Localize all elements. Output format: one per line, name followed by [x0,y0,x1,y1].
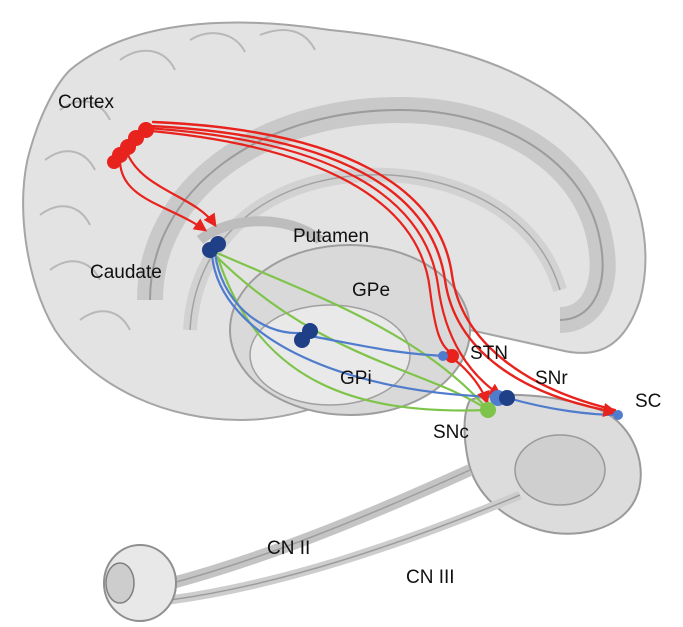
cortex-to-caudate-pathway-2 [124,148,217,228]
label-stn: STN [470,343,508,364]
label-cn2: CN II [267,538,310,559]
cortex-to-caudate-pathway-1 [118,158,208,232]
sc-node [613,410,623,420]
snc-node [480,402,496,418]
cranial-nerve-3-band [169,490,522,605]
caudate-to-gpe-pathway [213,250,302,335]
label-cn3: CN III [406,567,455,588]
caudate-to-snr-pathway [210,253,507,399]
label-caudate: Caudate [90,262,162,283]
cortex-to-sc-pathway-2 [151,120,617,412]
label-sc: SC [635,391,661,412]
gpe-node-2 [302,323,318,339]
nodes [107,122,623,420]
cortex-to-stn-pathway [138,128,452,354]
caudate-node-2 [210,236,226,252]
cortex-to-snr-pathway-1 [144,126,503,397]
globus-pallidus-body [249,304,411,406]
cortex-to-sc-pathway-1 [148,124,618,418]
label-gpi: GPi [340,368,372,389]
snr-node-2 [499,390,515,406]
caudate-body [196,216,324,245]
stn-to-snc-pathway [453,358,490,405]
stn-node [445,349,459,363]
labels: Cortex Caudate Putamen GPe GPi STN SNr S… [58,92,661,588]
stn-blue-node [438,351,448,361]
brain-illustration [22,21,647,622]
gyri-texture [39,29,316,331]
label-putamen: Putamen [293,226,369,247]
label-snr: SNr [535,368,568,389]
label-snc: SNc [433,422,469,443]
label-cortex: Cortex [58,92,114,113]
label-gpe: GPe [352,280,390,301]
pathways [118,120,620,418]
gpe-to-stn-pathway [303,333,452,358]
snc-to-caudate-pathway [213,250,490,412]
cortex-node-5 [107,155,121,169]
